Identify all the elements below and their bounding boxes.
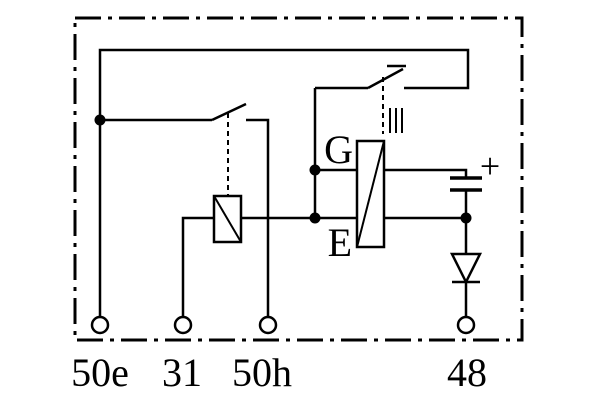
transistor-block <box>355 139 386 249</box>
capacitor-plus-label: + <box>480 146 500 186</box>
terminal-50e <box>90 315 110 335</box>
terminal-label-50e: 50e <box>71 350 129 395</box>
junction-dots <box>94 114 472 224</box>
transistor-diagonal <box>356 140 385 248</box>
terminal-label-50h: 50h <box>232 350 292 395</box>
wires <box>98 48 470 317</box>
terminal-48 <box>456 315 476 335</box>
electrolytic-capacitor <box>450 176 482 192</box>
wire-to-capacitor <box>384 168 468 177</box>
terminal-31 <box>173 315 193 335</box>
junction-dot <box>309 212 321 224</box>
wire-switch-to-50h <box>246 118 270 317</box>
upper-switch-blade <box>367 67 404 90</box>
upper-switch-contact <box>367 64 406 134</box>
terminal-label-48: 48 <box>447 350 487 395</box>
thermal-actuator-bars-icon <box>389 108 403 133</box>
enclosure-border <box>73 16 524 342</box>
junction-dot <box>460 212 472 224</box>
gate-label: G <box>324 127 353 172</box>
diode-triangle <box>449 252 483 285</box>
junction-dot <box>94 114 106 126</box>
wire-31-to-coil <box>181 216 214 317</box>
diode <box>449 252 483 285</box>
terminal-50h <box>258 315 278 335</box>
relay-coil <box>212 194 243 244</box>
lower-switch-contact <box>211 102 247 195</box>
wire-50e-top-loop <box>98 48 470 317</box>
terminals <box>90 315 476 335</box>
junction-dot <box>309 164 321 176</box>
lower-switch-blade <box>211 102 247 122</box>
terminal-label-31: 31 <box>162 350 202 395</box>
relay-coil-diagonal <box>213 195 242 243</box>
emitter-label: E <box>328 220 352 265</box>
